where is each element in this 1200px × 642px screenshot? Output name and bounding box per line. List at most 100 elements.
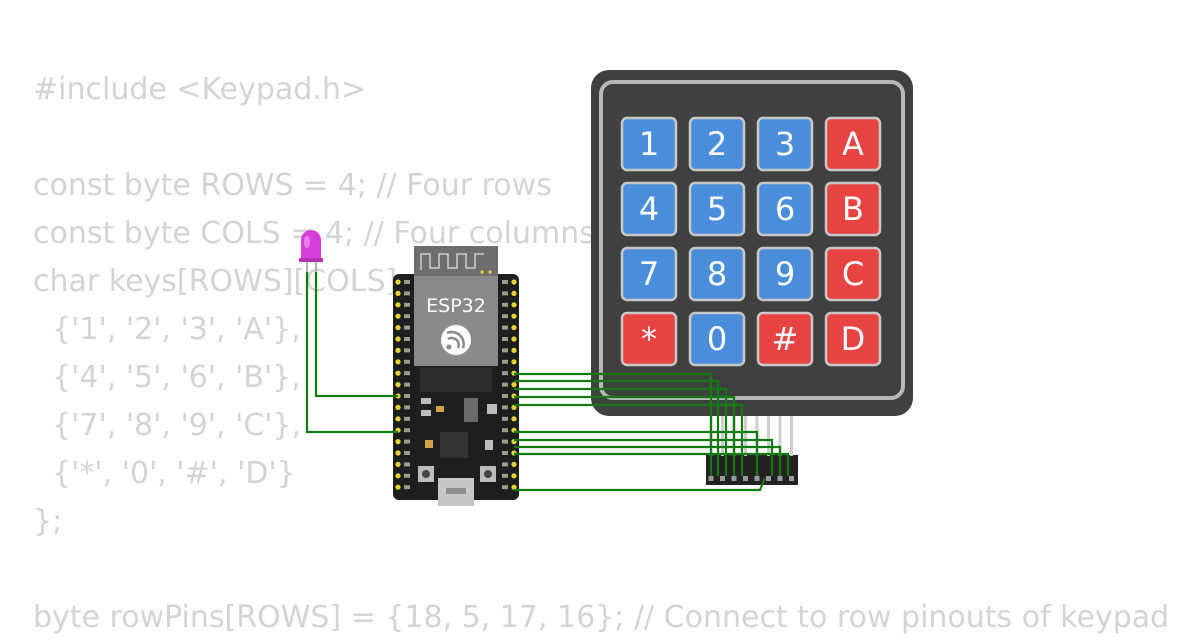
board-pin [395,404,401,410]
wire [514,452,790,476]
code-line: byte rowPins[ROWS] = {18, 5, 17, 16}; //… [33,600,1170,635]
key-label: 0 [707,320,727,358]
board-pin [511,279,517,285]
board-pin [395,461,401,467]
keypad-key[interactable]: 4 [620,181,678,237]
wire [514,395,736,476]
keypad-key[interactable]: 8 [688,246,746,302]
board-pin [395,325,401,331]
board-pin [511,336,517,342]
keypad-key[interactable]: 9 [756,246,814,302]
keypad-key[interactable]: 0 [688,311,746,367]
wire [514,372,713,476]
board-pin [395,290,401,296]
wire [514,430,759,476]
code-line: {'7', '8', '9', 'C'}, [33,408,302,443]
board-pin [511,484,517,490]
keypad-key[interactable]: D [824,311,882,367]
key-cap [688,246,746,302]
wires [305,272,790,492]
key-label: C [842,255,864,293]
keypad-connector [706,416,798,485]
key-label: A [842,125,864,163]
board-pin [395,359,401,365]
esp32-board[interactable]: ESP32 [393,246,519,506]
keypad-key[interactable]: 7 [620,246,678,302]
keypad-key[interactable]: C [824,246,882,302]
voltage-regulator [464,398,478,422]
keypad-key[interactable]: B [824,181,882,237]
board-pin [511,473,517,479]
board-pin [395,439,401,445]
board-pin [395,336,401,342]
key-label: * [641,320,657,358]
connector-pin [767,416,770,456]
wire [514,379,720,476]
code-background: #include <Keypad.h> const byte ROWS = 4; … [33,66,1169,642]
board-pin [395,347,401,353]
keypad-border [599,80,905,400]
espressif-logo-icon [441,325,471,355]
board-antenna [414,246,498,276]
wire [514,403,744,476]
wire [514,438,774,476]
key-cap [688,181,746,237]
key-cap [824,246,882,302]
board-pin [511,290,517,296]
board-pin [395,382,401,388]
led-body [301,230,321,262]
key-cap [620,311,678,367]
connector-pin [790,416,793,456]
wire [314,272,398,398]
board-pin [511,359,517,365]
key-cap [824,311,882,367]
connector-pin [778,416,782,456]
key-label: 6 [775,190,795,228]
board-pin [511,347,517,353]
code-line: }; [33,504,63,539]
code-line: {'1', '2', '3', 'A'}, [33,312,301,347]
led-rim [299,258,323,262]
board-pin [395,279,401,285]
keypad-key[interactable]: 1 [620,116,678,172]
key-label: 9 [775,255,795,293]
key-label: 7 [639,255,659,293]
keypad-key[interactable]: * [620,311,678,367]
board-pin [395,484,401,490]
key-cap [688,311,746,367]
led[interactable] [299,230,323,272]
code-line: {'4', '5', '6', 'B'}, [33,360,301,395]
connector-pin [721,416,724,456]
key-cap [688,116,746,172]
board-pin [395,450,401,456]
key-cap [824,181,882,237]
code-line: {'*', '0', '#', 'D'} [33,456,296,491]
keypad-key[interactable]: # [756,311,814,367]
board-pin [511,313,517,319]
board-pin [395,473,401,479]
board-pin [395,313,401,319]
key-cap [756,246,814,302]
keypad-key[interactable]: 5 [688,181,746,237]
board-pin [395,302,401,308]
key-cap [620,246,678,302]
key-label: 3 [775,125,795,163]
board-module-base [420,368,492,392]
keypad-key[interactable]: A [824,116,882,172]
code-line: const byte ROWS = 4; // Four rows [33,168,552,203]
key-label: B [842,190,864,228]
key-cap [824,116,882,172]
keypad-key[interactable]: 6 [756,181,814,237]
code-line: #include <Keypad.h> [33,72,367,107]
connector-housing [706,455,798,485]
board-pin [395,416,401,422]
keypad-key[interactable]: 3 [756,116,814,172]
keypad-key[interactable]: 2 [688,116,746,172]
key-label: 1 [639,125,659,163]
wire [514,477,767,492]
wire [514,445,782,476]
antenna-trace [420,253,484,270]
key-cap [756,116,814,172]
